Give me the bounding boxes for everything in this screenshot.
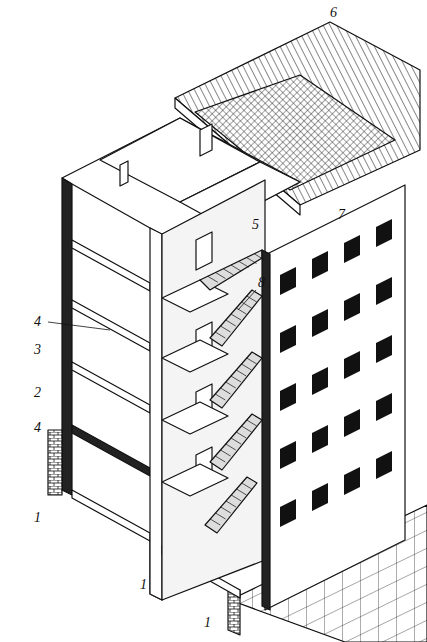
window bbox=[344, 467, 360, 495]
callout-number: 3 bbox=[34, 343, 41, 357]
stair-step bbox=[216, 513, 226, 519]
stair-step bbox=[242, 426, 252, 432]
callout-number: 6 bbox=[330, 6, 337, 20]
leader-line bbox=[238, 290, 256, 310]
window bbox=[344, 409, 360, 437]
stair-step bbox=[226, 501, 236, 507]
stair-step bbox=[215, 456, 225, 462]
window bbox=[344, 235, 360, 263]
window bbox=[344, 351, 360, 379]
stair-step bbox=[236, 370, 246, 376]
callout-number: 2 bbox=[34, 386, 41, 400]
window bbox=[280, 383, 296, 411]
window bbox=[376, 393, 392, 421]
callout-number: 5 bbox=[252, 218, 259, 232]
window bbox=[312, 425, 328, 453]
window bbox=[280, 267, 296, 295]
stair-step bbox=[215, 332, 225, 338]
stair-step bbox=[221, 388, 231, 394]
stair-step bbox=[223, 269, 233, 275]
stair-step bbox=[236, 308, 246, 314]
window bbox=[280, 441, 296, 469]
stair-step bbox=[237, 489, 247, 495]
callout-number: 8 bbox=[258, 276, 265, 290]
stair-step bbox=[239, 261, 249, 267]
callout-number: 7 bbox=[338, 208, 345, 222]
stair-step bbox=[254, 254, 264, 260]
callout-number: 1 bbox=[34, 511, 41, 525]
callout-number: 1 bbox=[140, 578, 147, 592]
stair-step bbox=[231, 495, 241, 501]
stair-step bbox=[231, 265, 241, 271]
stair-step bbox=[247, 420, 257, 426]
callout-number: 4 bbox=[34, 315, 41, 329]
window bbox=[376, 335, 392, 363]
stair-step bbox=[226, 320, 236, 326]
stair-step bbox=[221, 507, 231, 513]
window bbox=[312, 483, 328, 511]
stair-step bbox=[216, 273, 226, 279]
window bbox=[312, 309, 328, 337]
stair-step bbox=[215, 394, 225, 400]
stair-step bbox=[226, 382, 236, 388]
window bbox=[344, 293, 360, 321]
callout-number: 1 bbox=[204, 616, 211, 630]
stair-step bbox=[221, 326, 231, 332]
stair-step bbox=[210, 519, 220, 525]
window bbox=[376, 277, 392, 305]
stair-step bbox=[231, 376, 241, 382]
stair-step bbox=[231, 314, 241, 320]
window bbox=[312, 367, 328, 395]
stair-step bbox=[242, 364, 252, 370]
stair-step bbox=[226, 444, 236, 450]
stair-step bbox=[208, 276, 218, 282]
window bbox=[312, 251, 328, 279]
window bbox=[280, 499, 296, 527]
stair-step bbox=[242, 483, 252, 489]
leader-line bbox=[48, 322, 110, 330]
stair-step bbox=[247, 258, 257, 264]
window bbox=[280, 325, 296, 353]
window bbox=[376, 451, 392, 479]
stair-step bbox=[221, 450, 231, 456]
stair-step bbox=[247, 358, 257, 364]
stair-step bbox=[236, 432, 246, 438]
window bbox=[376, 219, 392, 247]
callout-number: 4 bbox=[34, 421, 41, 435]
stair-step bbox=[231, 438, 241, 444]
